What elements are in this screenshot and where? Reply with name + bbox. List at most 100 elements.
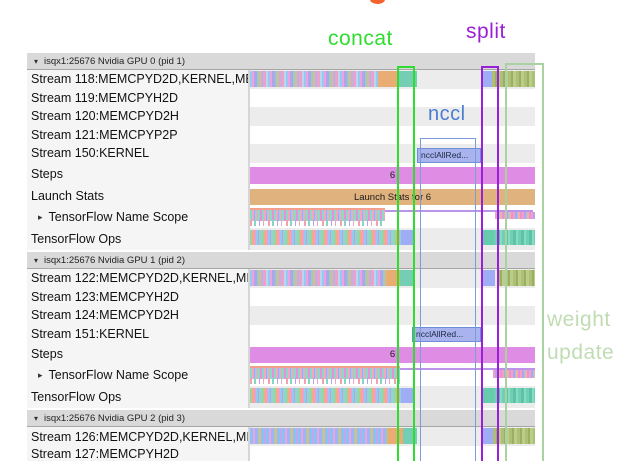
launch-stats-bar[interactable]: Launch Stats for 6	[250, 189, 535, 205]
row-label-text: Stream 123:MEMCPYH2D	[31, 289, 179, 304]
name-scope-events[interactable]	[493, 370, 535, 378]
row-label-text: Steps	[31, 346, 63, 361]
row-label-text: Stream 126:MEMCPYD2D,KERNEL,MI	[31, 429, 248, 444]
expand-icon[interactable]: ▸	[38, 211, 43, 222]
name-scope-span-line[interactable]	[400, 367, 535, 370]
trace-events-segment[interactable]	[481, 71, 492, 87]
row-label-stream122: Stream 122:MEMCPYD2D,KERNEL,MI	[27, 269, 248, 288]
name-scope-events[interactable]	[495, 212, 535, 219]
name-scope-events[interactable]	[250, 365, 400, 379]
row-timeline	[248, 107, 535, 126]
tf-ops-events[interactable]	[481, 230, 494, 245]
tf-ops-events[interactable]	[494, 230, 535, 245]
collapse-icon[interactable]: ▾	[34, 413, 39, 423]
row-label-stream119: Stream 119:MEMCPYH2D	[27, 88, 248, 107]
tf-ops-events[interactable]	[250, 230, 401, 245]
gpu2-section-header[interactable]: ▾ isqx1:25676 Nvidia GPU 2 (pid 3)	[27, 410, 535, 427]
weight-update-line1: weight	[547, 308, 611, 331]
trace-events-segment[interactable]	[400, 270, 413, 286]
row-label-text: TensorFlow Ops	[31, 390, 122, 404]
row-label-stream150: Stream 150:KERNEL	[27, 144, 248, 163]
row-timeline	[248, 386, 535, 408]
steps-bar[interactable]: 6	[250, 346, 535, 363]
trace-events-segment[interactable]	[250, 428, 387, 444]
row-timeline	[248, 427, 535, 446]
trace-row: TensorFlow Ops	[27, 228, 535, 250]
trace-events-segment[interactable]	[492, 71, 535, 87]
weight-update-highlight-box	[505, 63, 544, 461]
expand-icon[interactable]: ▸	[38, 369, 43, 380]
trace-events-segment[interactable]	[250, 71, 378, 87]
trace-events-segment[interactable]	[398, 71, 417, 87]
trace-events-segment[interactable]	[493, 428, 535, 444]
row-label-tf-ops: TensorFlow Ops	[27, 386, 248, 408]
collapse-icon[interactable]: ▾	[34, 255, 39, 265]
name-scope-events[interactable]	[250, 207, 385, 221]
row-label-stream123: Stream 123:MEMCPYH2D	[27, 287, 248, 306]
trace-row: Stream 150:KERNEL ncclAllRed...	[27, 144, 535, 163]
section-gap	[27, 250, 535, 252]
trace-events-segment[interactable]	[482, 428, 493, 444]
name-scope-events[interactable]	[250, 377, 400, 384]
concat-highlight-box	[397, 66, 415, 461]
trace-events-segment[interactable]	[386, 270, 400, 286]
row-label-text: Stream 121:MEMCPYP2P	[31, 127, 178, 142]
nccl-bar-text: ncclAllRed...	[416, 329, 464, 339]
nccl-allreduce-bar[interactable]: ncclAllRed...	[417, 147, 481, 163]
collapse-icon[interactable]: ▾	[34, 56, 39, 66]
trace-row: Launch Stats Launch Stats for 6	[27, 185, 535, 207]
trace-events-segment[interactable]	[387, 428, 403, 444]
row-timeline: Launch Stats for 6	[248, 185, 535, 207]
row-timeline	[248, 306, 535, 325]
tf-ops-events[interactable]	[494, 388, 535, 403]
trace-row: Stream 124:MEMCPYD2H	[27, 306, 535, 325]
row-timeline: ncclAllRed...	[248, 144, 535, 163]
trace-row: Stream 127:MEMCPYH2D	[27, 446, 535, 461]
row-label-name-scope[interactable]: ▸ TensorFlow Name Scope	[27, 206, 248, 228]
tf-ops-events[interactable]	[250, 388, 401, 403]
trace-row: Stream 121:MEMCPYP2P	[27, 125, 535, 144]
tf-ops-events[interactable]	[481, 388, 494, 403]
row-label-stream127: Stream 127:MEMCPYH2D	[27, 446, 248, 461]
trace-row: TensorFlow Ops	[27, 386, 535, 408]
gpu0-section-title: isqx1:25676 Nvidia GPU 0 (pid 1)	[44, 55, 186, 67]
gpu0-section-header[interactable]: ▾ isqx1:25676 Nvidia GPU 0 (pid 1)	[27, 53, 535, 70]
row-label-stream124: Stream 124:MEMCPYD2H	[27, 306, 248, 325]
row-timeline	[248, 287, 535, 306]
trace-events-segment[interactable]	[483, 270, 495, 286]
annotation-split-label: split	[466, 20, 506, 43]
row-label-text: Stream 151:KERNEL	[31, 326, 150, 341]
nccl-bar-text: ncclAllRed...	[421, 150, 469, 160]
row-timeline: ncclAllRed...	[248, 324, 535, 343]
tf-ops-events[interactable]	[401, 230, 413, 245]
row-timeline	[248, 269, 535, 288]
gpu1-section-header[interactable]: ▾ isqx1:25676 Nvidia GPU 1 (pid 2)	[27, 252, 535, 269]
row-label-steps: Steps	[27, 343, 248, 365]
row-label-text: Stream 119:MEMCPYH2D	[31, 90, 179, 105]
gpu2-section-title: isqx1:25676 Nvidia GPU 2 (pid 3)	[44, 412, 186, 424]
row-label-text: Stream 118:MEMCPYD2D,KERNEL,ME	[31, 72, 248, 87]
row-timeline: 6	[248, 162, 535, 185]
row-label-text: TensorFlow Ops	[31, 232, 122, 246]
name-scope-span-line[interactable]	[385, 209, 533, 212]
annotation-weight-update-label: weight update	[547, 303, 614, 369]
row-label-stream118: Stream 118:MEMCPYD2D,KERNEL,ME	[27, 70, 248, 89]
trace-row: Stream 120:MEMCPYD2H	[27, 107, 535, 126]
row-label-text: TensorFlow Name Scope	[48, 210, 189, 225]
row-label-name-scope[interactable]: ▸TensorFlow Name Scope	[27, 364, 248, 386]
row-label-stream126: Stream 126:MEMCPYD2D,KERNEL,MI	[27, 427, 248, 446]
trace-events-segment[interactable]	[250, 270, 386, 286]
trace-row: Steps 6	[27, 343, 535, 365]
annotation-concat-label: concat	[328, 27, 393, 50]
trace-events-segment[interactable]	[378, 71, 398, 87]
name-scope-events[interactable]	[250, 219, 385, 226]
steps-bar[interactable]: 6	[250, 166, 535, 184]
tf-ops-events[interactable]	[401, 388, 413, 403]
trace-row: Stream 151:KERNEL ncclAllRed...	[27, 324, 535, 343]
trace-row: Stream 123:MEMCPYH2D	[27, 287, 535, 306]
row-timeline	[248, 125, 535, 144]
trace-row: ▸ TensorFlow Name Scope	[27, 206, 535, 228]
trace-grid: ▾ isqx1:25676 Nvidia GPU 0 (pid 1) Strea…	[27, 53, 535, 461]
nccl-allreduce-bar[interactable]: ncclAllRed...	[412, 326, 481, 342]
steps-value: 6	[389, 349, 396, 360]
